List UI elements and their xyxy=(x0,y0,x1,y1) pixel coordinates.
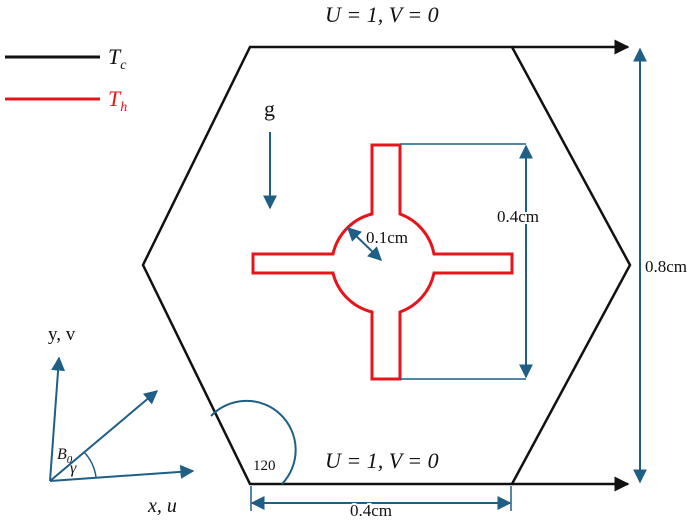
hexagon-cold-wall xyxy=(141,45,632,486)
x-axis-arrow xyxy=(49,464,195,482)
legend-hot-label: Th xyxy=(108,86,127,115)
angle-arc xyxy=(210,399,297,485)
y-axis-arrow xyxy=(49,356,66,482)
coordinate-system: y, v x, u B0 γ xyxy=(48,324,195,517)
radius-arrow xyxy=(346,227,383,261)
field-label: B0 xyxy=(57,446,73,466)
inclination-arc xyxy=(83,451,97,478)
inclination-label: γ xyxy=(70,460,77,477)
gravity-label: g xyxy=(264,96,275,121)
x-axis-label: x, u xyxy=(147,495,177,517)
radius-label: 0.1cm xyxy=(366,228,408,247)
bottom-boundary-condition: U = 1, V = 0 xyxy=(325,448,439,473)
bottom-width-label: 0.4cm xyxy=(350,501,392,520)
angle-label: 120 xyxy=(253,458,276,474)
cavity-height-label: 0.8cm xyxy=(645,257,687,276)
cross-hot-wall xyxy=(251,143,514,381)
field-arrow xyxy=(49,390,159,482)
cross-height-label: 0.4cm xyxy=(497,207,539,226)
y-axis-label: y, v xyxy=(48,324,76,345)
legend-cold-label: Tc xyxy=(108,44,127,73)
top-boundary-condition: U = 1, V = 0 xyxy=(325,2,439,27)
legend: Tc Th xyxy=(5,44,127,115)
